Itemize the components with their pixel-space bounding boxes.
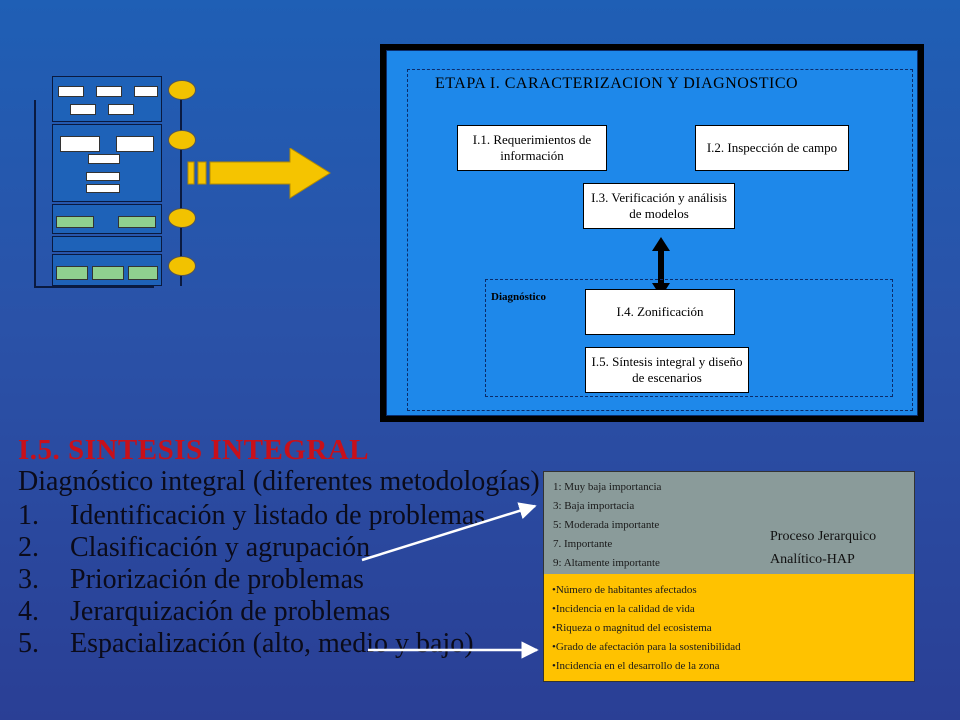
- criteria-item: •Número de habitantes afectados: [552, 584, 697, 596]
- stage-title: ETAPA I. CARACTERIZACION Y DIAGNOSTICO: [435, 75, 799, 92]
- double-arrow-icon: [652, 237, 670, 297]
- criteria-panel: •Número de habitantes afectados •Inciden…: [544, 574, 914, 681]
- list-item: 2.Clasificación y agrupación: [18, 532, 371, 563]
- list-item: 1.Identificación y listado de problemas: [18, 500, 486, 531]
- diagram-panel: ETAPA I. CARACTERIZACION Y DIAGNOSTICO I…: [386, 50, 918, 416]
- hap-label-line1: Proceso Jerarquico: [770, 529, 877, 544]
- box-zonificacion: I.4. Zonificación: [585, 289, 735, 335]
- list-item: 3.Priorización de problemas: [18, 564, 364, 595]
- flowchart-thumbnail: [30, 72, 226, 292]
- criteria-item: •Grado de afectación para la sostenibili…: [552, 641, 741, 653]
- section-heading: I.5. SINTESIS INTEGRAL: [18, 434, 370, 466]
- box-sintesis: I.5. Síntesis integral y diseño de escen…: [585, 347, 749, 393]
- hap-info-box: 1: Muy baja importancia 3: Baja importac…: [543, 471, 915, 682]
- stage-diagram: ETAPA I. CARACTERIZACION Y DIAGNOSTICO I…: [380, 44, 924, 422]
- scale-item: 1: Muy baja importancia: [553, 481, 662, 493]
- right-arrow-icon: [187, 148, 331, 199]
- box-verificacion: I.3. Verificación y análisis de modelos: [583, 183, 735, 229]
- scale-item: 7. Importante: [553, 538, 613, 550]
- importance-scale-panel: 1: Muy baja importancia 3: Baja importac…: [544, 472, 914, 574]
- diagnostico-panel: [485, 279, 893, 397]
- hap-label-line2: Analítico-HAP: [770, 552, 855, 567]
- list-item: 5.Espacialización (alto, medio y bajo): [18, 628, 474, 659]
- steps-list: 1.Identificación y listado de problemas …: [18, 500, 485, 660]
- scale-item: 3: Baja importacia: [553, 500, 635, 512]
- criteria-item: •Incidencia en la calidad de vida: [552, 603, 695, 615]
- stage-panel: [407, 69, 913, 411]
- box-inspeccion: I.2. Inspección de campo: [695, 125, 849, 171]
- list-item: 4.Jerarquización de problemas: [18, 596, 391, 627]
- connector-arrow: [361, 502, 537, 562]
- box-requerimientos: I.1. Requerimientos de información: [457, 125, 607, 171]
- criteria-item: •Riqueza o magnitud del ecosistema: [552, 622, 712, 634]
- criteria-item: •Incidencia en el desarrollo de la zona: [552, 660, 720, 672]
- scale-item: 9: Altamente importante: [553, 557, 660, 569]
- scale-item: 5: Moderada importante: [553, 519, 660, 531]
- section-subheading: Diagnóstico integral (diferentes metodol…: [18, 466, 540, 497]
- diagnostico-label: Diagnóstico: [491, 291, 546, 303]
